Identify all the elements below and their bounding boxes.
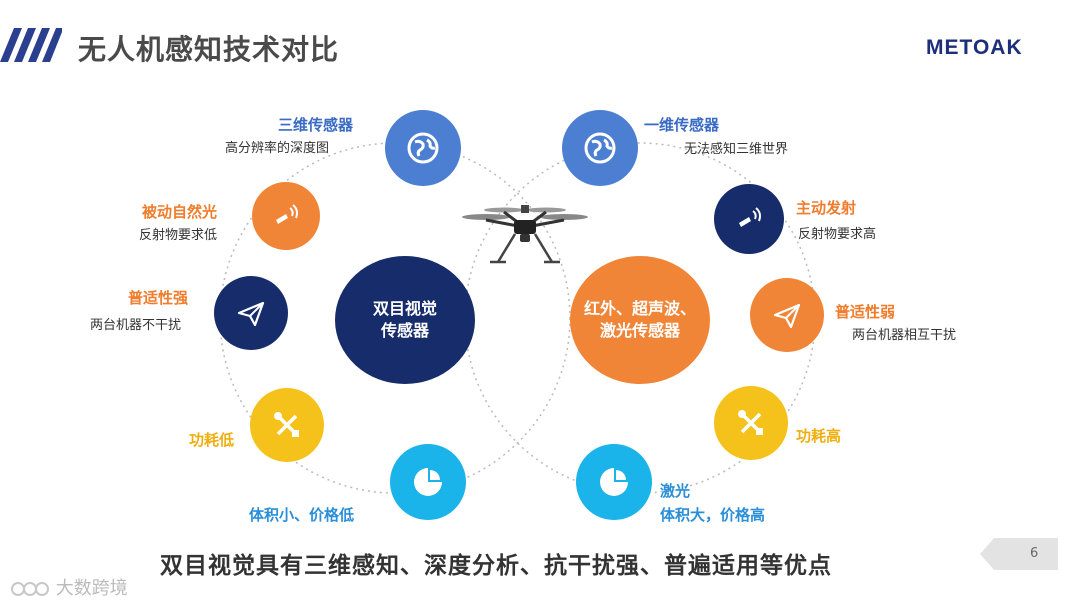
drone-image xyxy=(460,198,590,270)
summary-text: 双目视觉具有三维感知、深度分析、抗干扰强、普遍适用等优点 xyxy=(160,546,832,580)
left-item-3-label: 普适性强 xyxy=(128,287,188,308)
stereo-vision-sensor-label: 双目视觉 传感器 xyxy=(373,298,437,341)
left-3d-sensor-bubble xyxy=(385,110,461,186)
right-weak-universal-bubble xyxy=(750,278,824,352)
globe-icon xyxy=(405,130,441,166)
right-active-emit-bubble xyxy=(714,184,784,254)
other-sensors-label: 红外、超声波、 激光传感器 xyxy=(584,298,696,341)
watermark: 大数跨境 xyxy=(10,574,128,600)
left-item-2-sub: 反射物要求低 xyxy=(139,224,217,243)
left-item-2-label: 被动自然光 xyxy=(142,201,217,222)
right-item-1-sub: 无法感知三维世界 xyxy=(684,138,788,157)
right-1d-sensor-bubble xyxy=(562,110,638,186)
watermark-text: 大数跨境 xyxy=(56,578,128,599)
left-item-4-label: 功耗低 xyxy=(189,429,234,450)
paper-plane-icon xyxy=(769,297,805,333)
right-item-5-label: 激光 xyxy=(660,480,690,501)
left-item-5-label: 体积小、价格低 xyxy=(249,504,354,525)
right-item-2-label: 主动发射 xyxy=(796,197,856,218)
left-small-size-bubble xyxy=(390,444,466,520)
paper-plane-icon xyxy=(233,295,269,331)
right-high-power-bubble xyxy=(714,386,788,460)
left-passive-light-bubble xyxy=(252,182,320,250)
pie-chart-icon xyxy=(596,464,632,500)
left-low-power-bubble xyxy=(250,388,324,462)
right-item-5-sub: 体积大，价格高 xyxy=(660,504,765,525)
page-number: 6 xyxy=(1030,546,1038,561)
right-item-1-label: 一维传感器 xyxy=(644,114,719,135)
right-item-2-sub: 反射物要求高 xyxy=(798,223,876,242)
right-item-3-label: 普适性弱 xyxy=(835,301,895,322)
pie-chart-icon xyxy=(410,464,446,500)
tools-icon xyxy=(733,405,769,441)
left-item-1-sub: 高分辨率的深度图 xyxy=(225,137,329,156)
signal-icon xyxy=(268,198,304,234)
page-number-tab xyxy=(980,538,1058,570)
left-universal-bubble xyxy=(214,276,288,350)
watermark-logo-icon xyxy=(10,580,50,598)
tools-icon xyxy=(269,407,305,443)
left-item-3-sub: 两台机器不干扰 xyxy=(90,314,181,333)
globe-icon xyxy=(582,130,618,166)
other-sensors-circle: 红外、超声波、 激光传感器 xyxy=(570,256,710,384)
right-item-3-sub: 两台机器相互干扰 xyxy=(852,324,956,343)
signal-icon xyxy=(731,201,767,237)
left-item-1-label: 三维传感器 xyxy=(278,114,353,135)
stereo-vision-sensor-circle: 双目视觉 传感器 xyxy=(335,256,475,384)
right-large-size-bubble xyxy=(576,444,652,520)
right-item-4-label: 功耗高 xyxy=(796,425,841,446)
